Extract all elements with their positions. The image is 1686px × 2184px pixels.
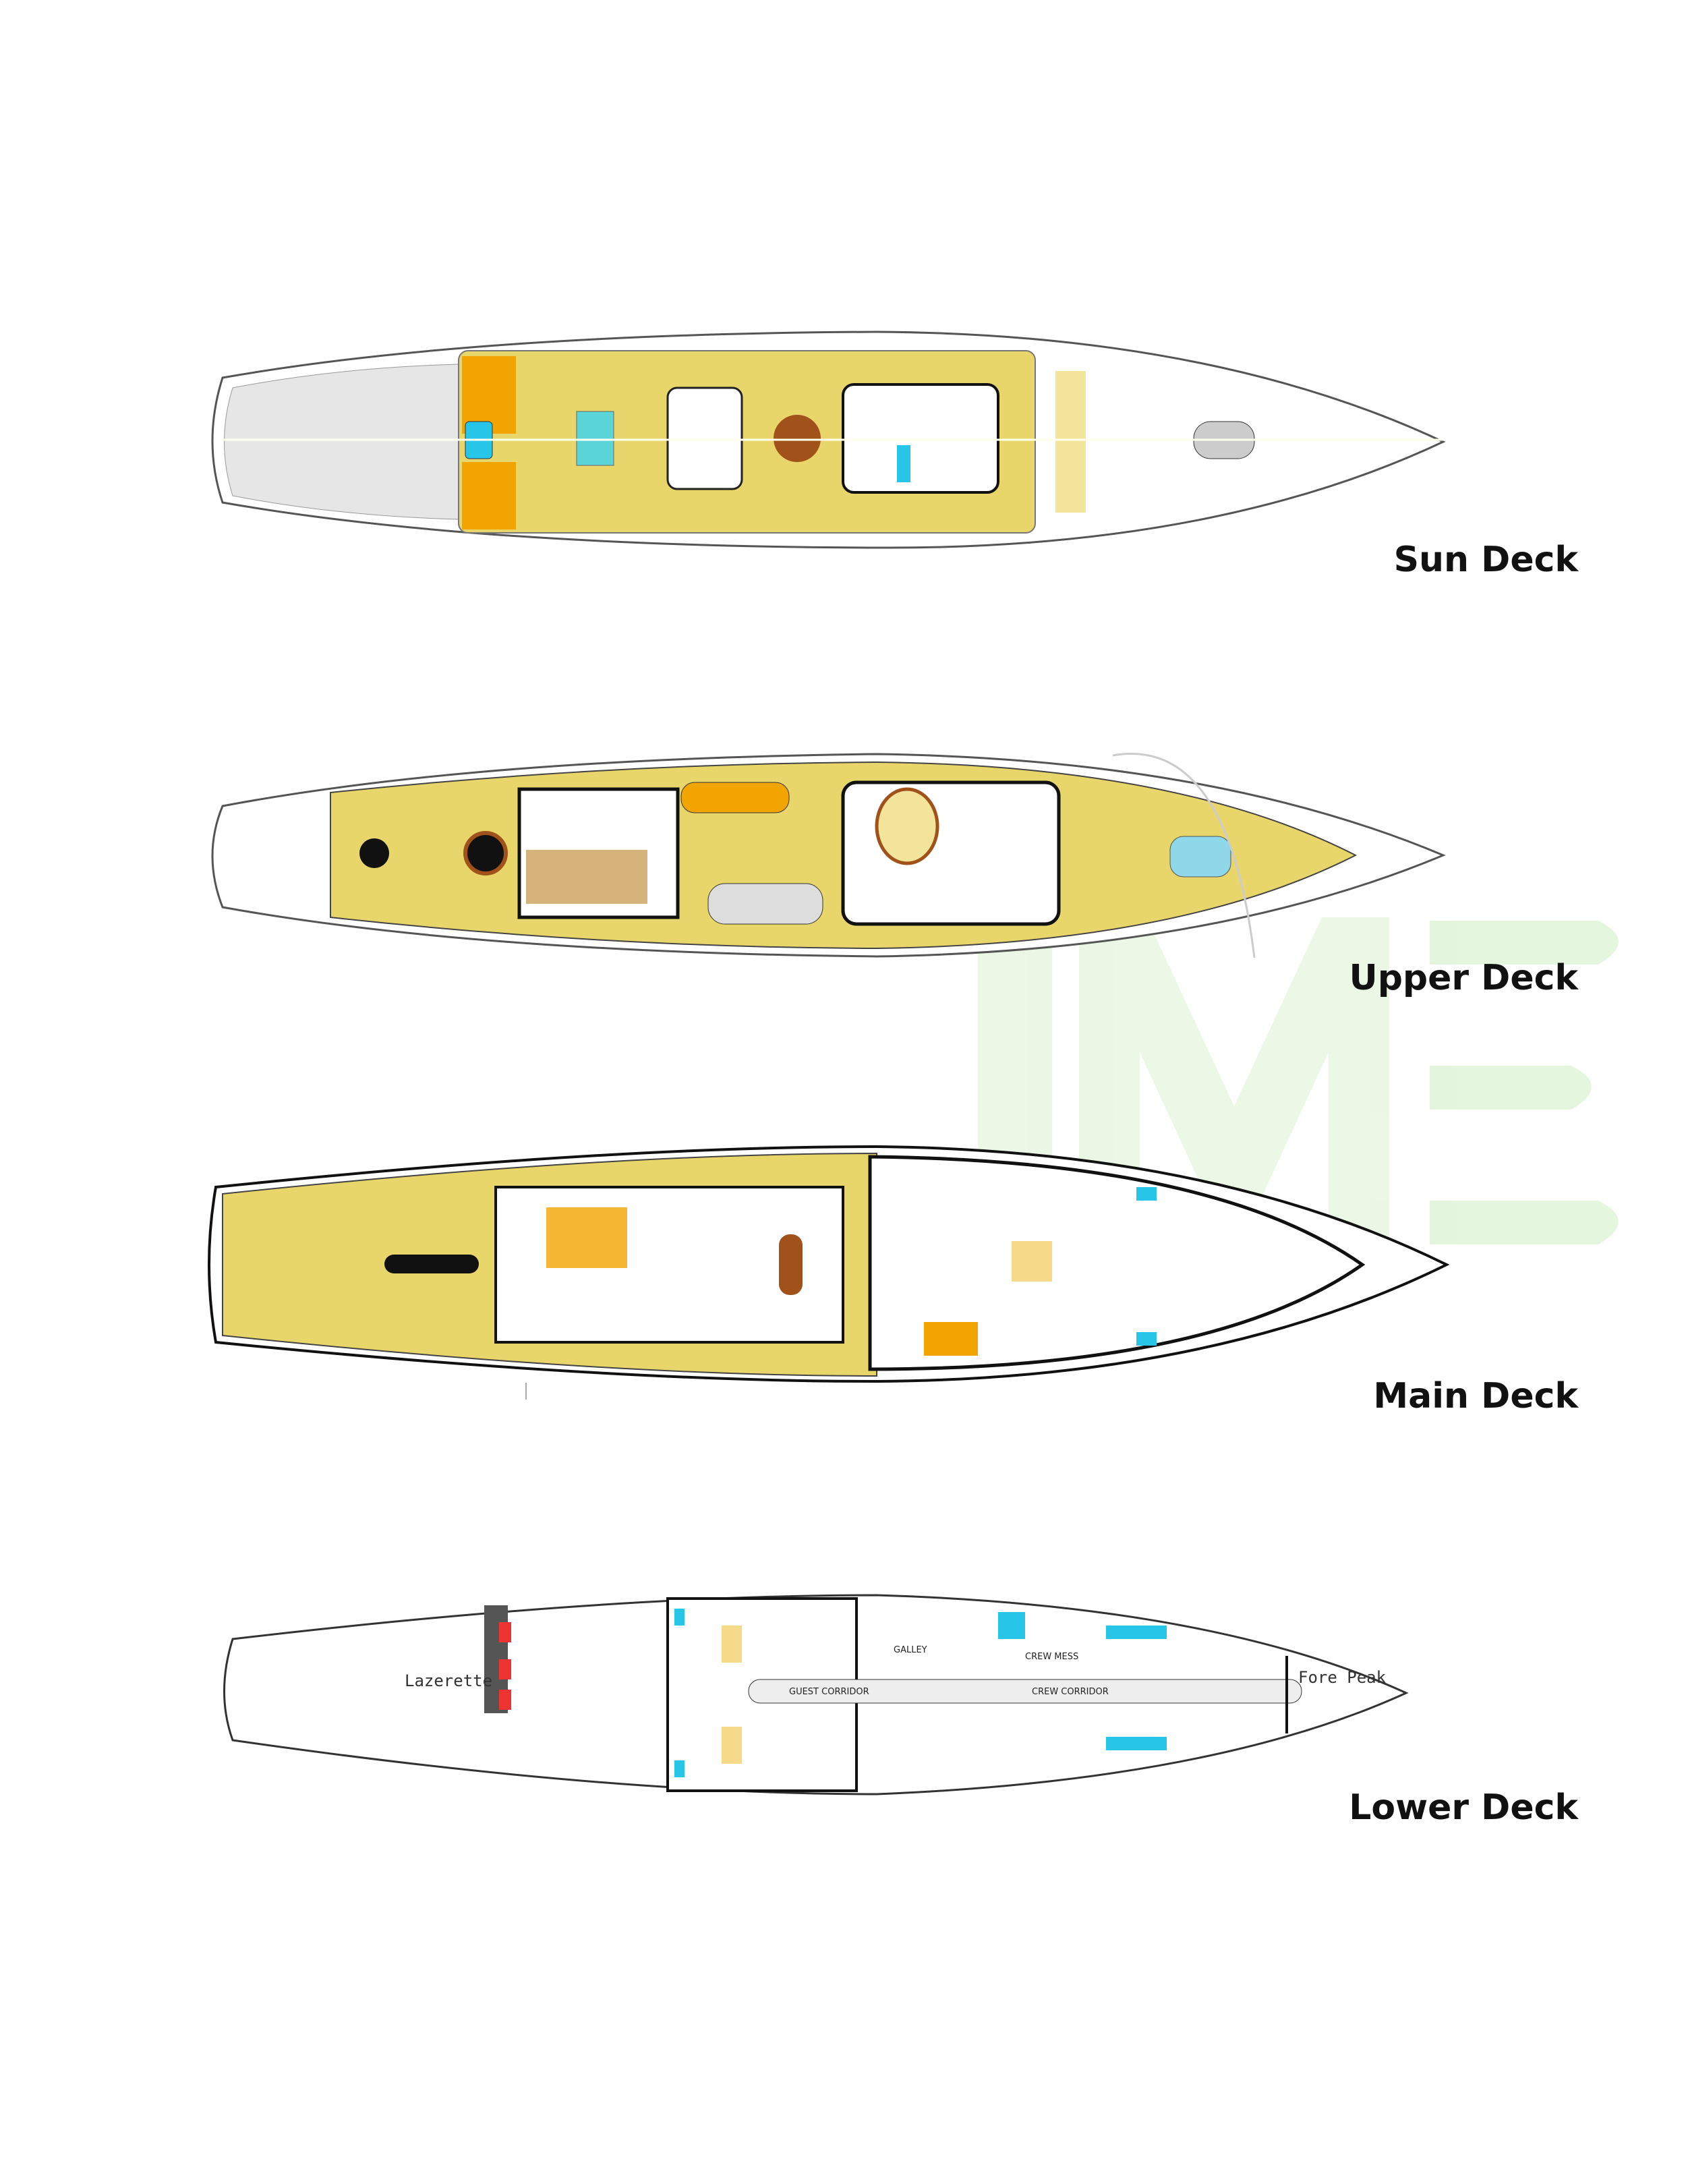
lounge-floor [526,850,647,904]
captain-cabin [875,787,939,865]
lower-deck-label: Lower Deck [1349,1787,1578,1828]
room-crew-corridor: CREW CORRIDOR [1032,1687,1109,1697]
bar-stairs [576,411,614,466]
pool-small [897,445,910,482]
wheelhouse [841,780,1061,926]
round-table [774,415,821,462]
sun-deck-plan [211,331,1446,549]
aft-table [359,838,389,868]
room-galley: GALLEY [894,1645,927,1655]
sunbed-area-port [462,356,516,434]
generator-3 [499,1690,511,1710]
bow-pool [1169,836,1231,878]
tender-1 [680,782,790,813]
lower-deck-plan: Lazerette Fore Peak GALLEY CREW MESS GUE… [223,1594,1409,1795]
main-deck-label: Main Deck [1373,1376,1578,1416]
forward-interior [868,1155,1366,1371]
sky-lounge [666,386,743,490]
dining-table [779,1234,803,1295]
bed-2 [722,1727,742,1764]
upper-deck-plan [211,753,1446,958]
saloon-sofa [546,1207,627,1268]
main-deck-plan [208,1145,1450,1400]
crew-cabins [1106,1626,1167,1639]
bath-2 [1136,1332,1157,1346]
upper-deck-label: Upper Deck [1349,958,1578,998]
bath-2 [674,1760,685,1777]
bath-1 [674,1609,685,1626]
tender-2 [707,883,823,925]
bed-1 [722,1626,742,1663]
study-sofa [924,1322,978,1356]
radar-arc [1112,753,1256,958]
aft-dining-table [384,1255,479,1273]
generator-1 [499,1622,511,1642]
sun-deck-label: Sun Deck [1393,540,1578,580]
corridor [748,1679,1302,1704]
room-guest-corridor: GUEST CORRIDOR [789,1687,869,1697]
crew-cabins-2 [1106,1737,1167,1750]
fore-teak [1055,371,1086,513]
room-crew-mess: CREW MESS [1025,1652,1078,1662]
bath-1 [1136,1187,1157,1201]
wheelhouse [842,383,999,494]
crew-mess-seating [998,1612,1025,1639]
owner-bed [1012,1241,1052,1282]
aft-deck [224,364,459,520]
room-fore-peak: Fore Peak [1298,1668,1387,1687]
room-lazerette: Lazerette [405,1671,492,1690]
round-sofa [463,831,508,875]
generator-2 [499,1659,511,1679]
watermark-logo [978,917,1619,1244]
sunbed-area-stbd [462,462,516,529]
